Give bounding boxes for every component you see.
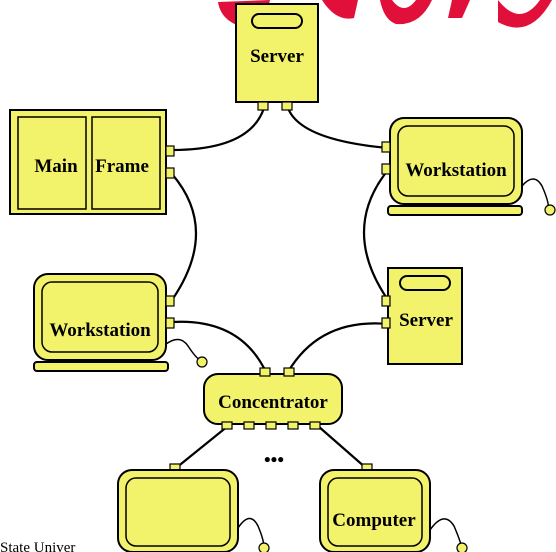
computer-bottom-left <box>117 463 270 552</box>
workstation-left-label: Workstation <box>49 320 151 341</box>
workstation-right-label: Workstation <box>405 160 507 181</box>
computer-label: Computer <box>332 510 416 531</box>
more-devices-ellipsis: ••• <box>264 450 284 471</box>
workstation-right: Workstation <box>381 117 556 216</box>
main-frame-label-right: Frame <box>95 156 149 177</box>
concentrator: Concentrator <box>203 367 343 430</box>
server-right-label: Server <box>399 310 453 331</box>
main-frame-label-left: Main <box>34 156 78 177</box>
server-top: Server <box>235 3 319 111</box>
ring-cables <box>171 107 389 469</box>
footer-text: State Univer <box>0 540 75 552</box>
concentrator-label: Concentrator <box>218 392 328 413</box>
server-top-label: Server <box>250 46 304 67</box>
main-frame: Main Frame <box>9 109 175 215</box>
computer-bottom-right: Computer <box>319 463 468 552</box>
server-right: Server <box>381 267 463 365</box>
workstation-left: Workstation <box>33 273 208 372</box>
